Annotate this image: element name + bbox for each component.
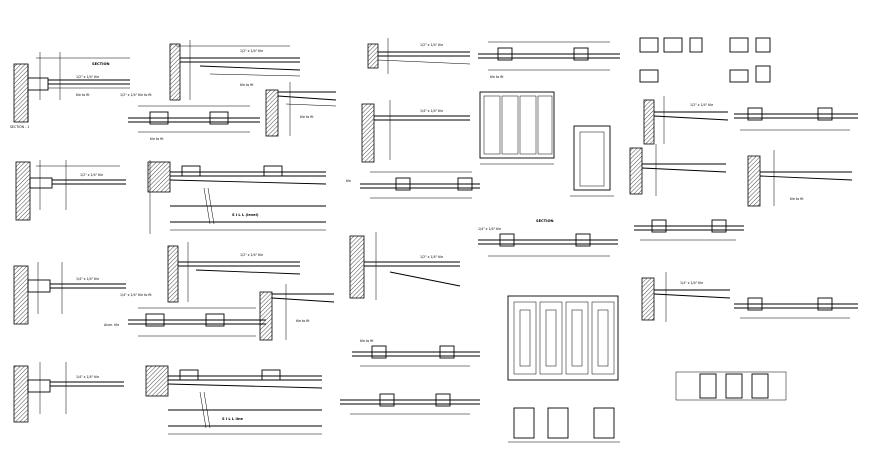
sill-label-1: S I L L (level) (232, 213, 259, 217)
section-detail-q: 1/2" x 1/4" tile (349, 232, 461, 300)
svg-text:SECTION: SECTION (92, 62, 110, 66)
svg-text:1/4" x 1/4" tile: 1/4" x 1/4" tile (76, 375, 99, 379)
section-detail-y (634, 219, 744, 241)
note-label-1: 1/2" x 1/4" tile to fit (120, 93, 152, 97)
section-detail-k: 1/4" x 1/4" tile (13, 362, 124, 423)
svg-text:tile to fit: tile to fit (300, 115, 314, 119)
section-detail-d: tile to fit (265, 82, 337, 137)
svg-text:tile: tile (346, 179, 351, 183)
section-detail-l: S I L L line (145, 365, 323, 435)
section-detail-v (734, 107, 858, 131)
svg-text:1/2" x 1/4" tile: 1/2" x 1/4" tile (690, 103, 713, 107)
svg-text:tile to fit: tile to fit (790, 197, 804, 201)
svg-text:tile to fit: tile to fit (76, 93, 90, 97)
svg-text:tile to fit: tile to fit (240, 83, 254, 87)
small-elevations-bottom (675, 371, 787, 401)
small-door-elevations (508, 407, 620, 443)
section-detail-n: tile to fit (478, 41, 620, 79)
window-elevation-4-panel (479, 91, 555, 165)
section-detail-t (340, 393, 480, 415)
section-detail-aa (734, 297, 858, 319)
svg-text:1/2" x 1/4" tile: 1/2" x 1/4" tile (420, 43, 443, 47)
detail-label: SECTION (536, 219, 554, 223)
svg-text:1/2" x 1/4" tile: 1/2" x 1/4" tile (420, 255, 443, 259)
svg-text:1/2" x 1/4" tile: 1/2" x 1/4" tile (240, 253, 263, 257)
svg-text:tile to fit: tile to fit (490, 75, 504, 79)
section-detail-w (629, 144, 727, 196)
svg-text:1/4" x 1/4" tile: 1/4" x 1/4" tile (478, 227, 501, 231)
sill-label-2: S I L L line (222, 417, 244, 421)
section-detail-g: 1/4" x 1/4" tile (13, 262, 126, 325)
svg-text:1/2" x 1/4" tile: 1/2" x 1/4" tile (76, 75, 99, 79)
section-detail-a: SECTION 1/2" x 1/4" tile tile to fit SEC… (10, 52, 130, 129)
section-detail-e: 1/2" x 1/4" tile (15, 160, 126, 221)
section-detail-c: tile to fit (128, 105, 260, 141)
section-detail-r: 1/4" x 1/4" tile (478, 227, 618, 257)
section-detail-o: 1/4" x 1/4" tile (361, 100, 470, 163)
svg-text:1/4" x 1/4" tile: 1/4" x 1/4" tile (680, 281, 703, 285)
small-elevations-top (639, 37, 771, 83)
svg-text:SECTION - 1: SECTION - 1 (10, 125, 29, 129)
section-detail-s: tile to fit (352, 339, 480, 367)
section-detail-i: Alum. tile (104, 307, 266, 337)
svg-text:tile to fit: tile to fit (360, 339, 374, 343)
svg-text:1/4" x 1/4" tile: 1/4" x 1/4" tile (76, 277, 99, 281)
window-elevation-tall (507, 295, 619, 381)
svg-text:tile to fit: tile to fit (150, 137, 164, 141)
section-detail-x: tile to fit (747, 150, 853, 207)
section-detail-p: tile (346, 171, 480, 199)
note-label-2: 1/4" x 1/4" tile to fit (120, 293, 152, 297)
svg-text:tile to fit: tile to fit (296, 319, 310, 323)
section-detail-j: tile to fit (259, 284, 335, 341)
section-detail-m: 1/2" x 1/4" tile (367, 38, 471, 74)
section-detail-z: 1/4" x 1/4" tile (641, 272, 731, 322)
section-detail-b: 1/2" x 1/4" tile tile to fit (169, 40, 301, 101)
svg-text:1/2" x 1/4" tile: 1/2" x 1/4" tile (240, 49, 263, 53)
svg-text:Alum. tile: Alum. tile (104, 323, 119, 327)
section-detail-u: 1/2" x 1/4" tile (643, 96, 729, 145)
section-detail-h: 1/2" x 1/4" tile (167, 242, 301, 303)
door-elevation (570, 125, 614, 197)
svg-text:1/2" x 1/4" tile: 1/2" x 1/4" tile (80, 173, 103, 177)
section-detail-f: S I L L (level) (147, 160, 327, 234)
svg-text:1/4" x 1/4" tile: 1/4" x 1/4" tile (420, 109, 443, 113)
